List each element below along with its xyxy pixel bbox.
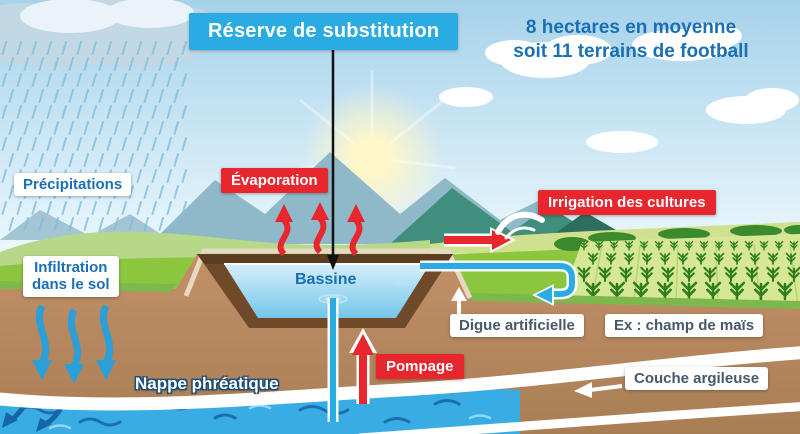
digue-pointer-arrow: [451, 287, 467, 314]
label-pompage: Pompage: [376, 354, 464, 379]
label-digue: Digue artificielle: [450, 314, 584, 337]
label-infiltration-line1: Infiltration: [34, 259, 108, 276]
couche-pointer-arrow: [574, 382, 623, 398]
infiltration-arrows: [32, 304, 116, 384]
groundwater: [0, 388, 520, 434]
label-bassine: Bassine: [295, 271, 357, 288]
title-banner: Réserve de substitution: [189, 13, 459, 50]
basin: [183, 248, 473, 328]
stats-line2: soit 11 terrains de football: [513, 41, 749, 63]
corn-field: [560, 234, 800, 308]
title-pointer-arrow: [327, 48, 339, 270]
basin-water: [224, 264, 430, 318]
clay-layer: [0, 346, 800, 434]
label-infiltration-line2: dans le sol: [32, 276, 110, 294]
label-precipitations: Précipitations: [14, 173, 132, 196]
title-text: Réserve de substitution: [208, 20, 440, 42]
irrigation-arrow: [444, 211, 545, 253]
stats-text: 8 hectares en moyenne soit 11 terrains d…: [477, 16, 785, 65]
stats-line1: 8 hectares en moyenne: [525, 17, 737, 38]
clouds: [439, 23, 799, 153]
water-spray-swoosh: [495, 211, 545, 235]
label-nappe-phreatique: Nappe phréatique: [135, 374, 279, 393]
pompage-arrow: [349, 328, 377, 404]
label-infiltration: Infiltration dans le sol: [23, 256, 119, 297]
label-couche-argileuse: Couche argileuse: [625, 367, 769, 390]
label-champ-mais: Ex : champ de maïs: [605, 314, 764, 337]
evaporation-arrows: [275, 202, 365, 257]
label-evaporation: Évaporation: [221, 168, 328, 193]
label-irrigation: Irrigation des cultures: [538, 190, 716, 215]
irrigation-pipe: [420, 260, 578, 306]
